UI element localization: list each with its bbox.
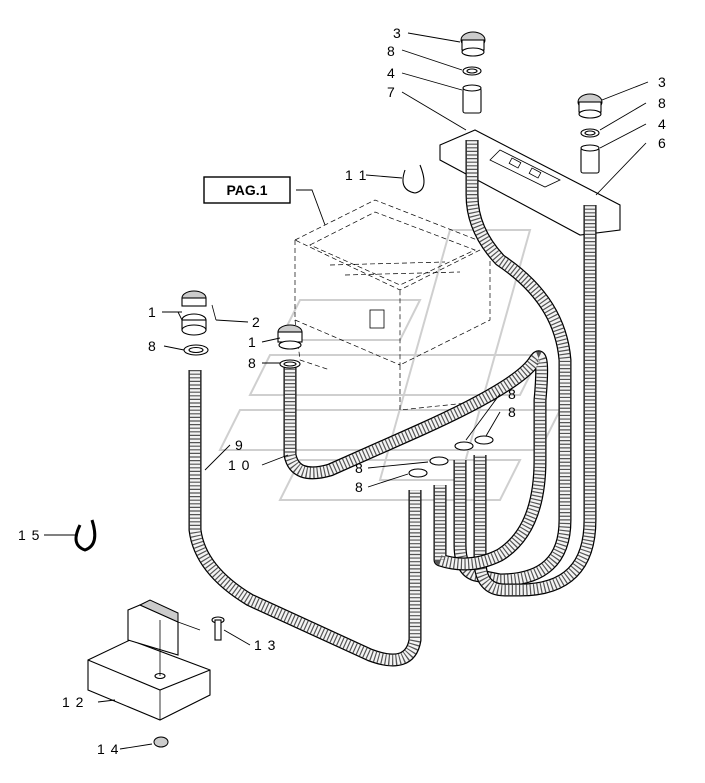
fitting-stack-right — [577, 93, 603, 174]
hose-3-hose-in — [189, 370, 421, 666]
leader-lines — [44, 32, 649, 750]
callout-12: 1 2 — [62, 694, 84, 710]
callout-8: 8 — [355, 479, 364, 495]
callout-1: 1 — [148, 304, 157, 320]
callout-8: 8 — [508, 404, 517, 420]
callout-4: 4 — [387, 65, 396, 81]
callout-6: 6 — [658, 135, 667, 151]
hoses — [188, 140, 597, 667]
callout-14: 1 4 — [97, 741, 119, 757]
callout-8: 8 — [387, 43, 396, 59]
callout-8: 8 — [355, 460, 364, 476]
hose-rings — [408, 435, 494, 478]
callout-8: 8 — [148, 338, 157, 354]
callout-4: 4 — [658, 116, 667, 132]
hose-2-hose-rib — [474, 205, 596, 596]
page-reference-label: PAG.1 — [227, 182, 268, 198]
callout-8: 8 — [658, 95, 667, 111]
callout-7: 7 — [387, 84, 396, 100]
callout-2: 2 — [252, 314, 261, 330]
bolt-13 — [211, 616, 225, 641]
hose-3-hose-rib — [189, 370, 421, 666]
hose-clip-15 — [74, 519, 97, 552]
callout-3: 3 — [658, 74, 667, 90]
callout-13: 1 3 — [254, 637, 276, 653]
callout-labels: 3 8 4 7 3 8 4 6 1 1 1 2 8 1 8 8 8 9 1 0 … — [18, 25, 667, 757]
block-12 — [87, 599, 225, 748]
hose-3-hose — [188, 370, 422, 667]
callout-8: 8 — [508, 386, 517, 402]
fitting-assembly-mid — [277, 324, 303, 369]
callout-9: 9 — [235, 437, 244, 453]
fitting-assembly-left — [181, 290, 217, 356]
hose-1-hose-in — [454, 140, 571, 586]
nut-14 — [153, 736, 169, 748]
mounting-plate — [439, 129, 621, 236]
fitting-stack-left — [460, 31, 486, 114]
hose-clip-11 — [402, 164, 425, 194]
callout-15: 1 5 — [18, 527, 40, 543]
callout-1: 1 — [248, 334, 257, 350]
callout-8: 8 — [248, 355, 257, 371]
callout-10: 1 0 — [228, 457, 250, 473]
hose-4-hose-rib — [284, 351, 547, 570]
battery-box — [294, 199, 496, 411]
callout-11: 1 1 — [345, 167, 367, 183]
callout-3: 3 — [393, 25, 402, 41]
page-reference: PAG.1 — [203, 176, 326, 226]
